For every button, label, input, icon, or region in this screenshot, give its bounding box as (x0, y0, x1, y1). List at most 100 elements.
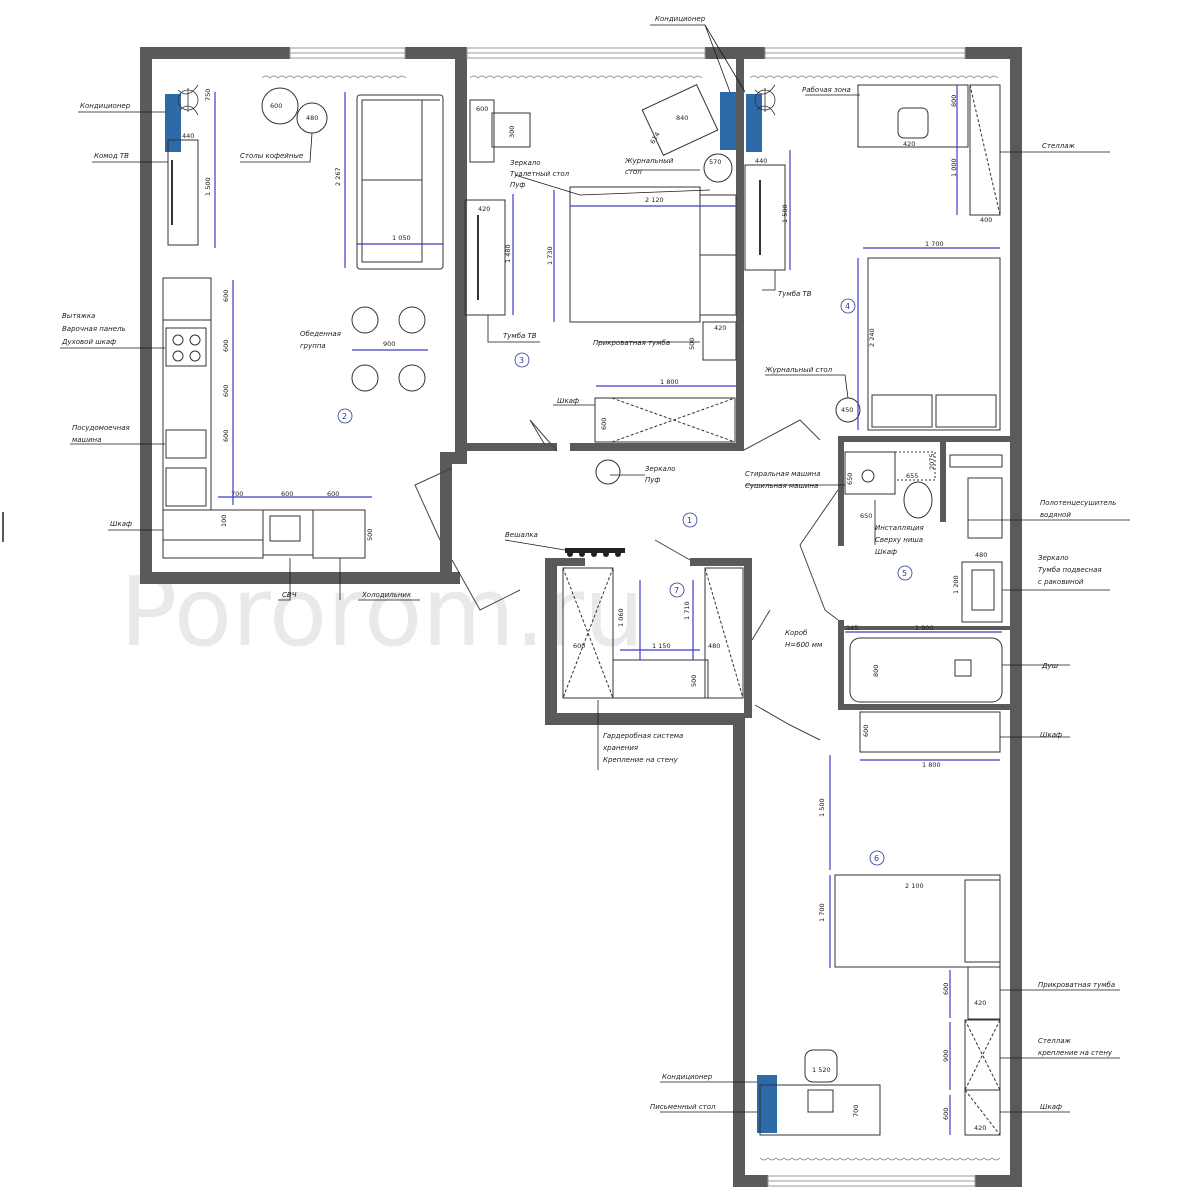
label-microwave: СВЧ (282, 591, 297, 599)
dim: 1 520 (812, 1066, 831, 1074)
dim: 600 (600, 418, 608, 430)
walls (140, 47, 1022, 1187)
dim: 440 (755, 157, 767, 165)
ac-units (165, 92, 777, 1133)
label-work-zone: Рабочая зона (802, 86, 851, 94)
dim: 400 (980, 216, 992, 224)
label-cabinet-bath: Шкаф (1040, 731, 1062, 739)
dim: 2 100 (905, 882, 924, 890)
dim: 440 (182, 132, 194, 140)
label-shower: Душ (1041, 662, 1059, 670)
dim: 500 (688, 338, 696, 350)
hanger (565, 548, 625, 557)
label-mirror-bath-3: с раковиной (1038, 578, 1084, 586)
label-tv-stand-3: Тумба ТВ (503, 332, 537, 340)
dim: 1 000 (950, 158, 958, 177)
dim: 1 730 (546, 246, 554, 265)
label-wardrobe-sys-2: хранения (602, 744, 638, 752)
label-coffee-tables: Столы кофейные (240, 152, 303, 160)
dim: 750 (204, 89, 212, 101)
room-number-5: 5 (902, 569, 907, 578)
dim: 800 (872, 665, 880, 677)
ac-unit-icon (746, 94, 762, 152)
dim: 1 710 (683, 601, 691, 620)
label-desk: Письменный стол (650, 1103, 716, 1111)
label-oven: Духовой шкаф (61, 338, 116, 346)
dim: 500 (690, 675, 698, 687)
dim: 614 (649, 131, 662, 146)
label-mirror-top: Зеркало (510, 159, 541, 167)
ac-unit-icon (720, 92, 736, 150)
label-pouf-hall: Пуф (645, 476, 660, 484)
dim: 1 700 (818, 903, 826, 922)
label-installation-2: Сверху ниша (875, 536, 923, 544)
label-wardrobe-3: Шкаф (557, 397, 579, 405)
dim: 600 (573, 642, 585, 650)
chair-icon (804, 1049, 838, 1083)
dim: 570 (709, 158, 721, 166)
dim: 1 800 (660, 378, 679, 386)
label-installation-3: Шкаф (875, 548, 897, 556)
room-numbers (337, 298, 913, 866)
label-dining-2: группа (300, 342, 326, 350)
dim: 1 060 (617, 608, 625, 627)
room-number-3: 3 (519, 356, 524, 365)
bedroom3-furniture (464, 83, 737, 485)
doors (414, 419, 839, 741)
dim: 1 700 (925, 240, 944, 248)
dim: 2 267 (334, 167, 342, 186)
leader-lines (60, 24, 1130, 1113)
label-hood: Вытяжка (62, 312, 95, 320)
dim: 500 (366, 529, 374, 541)
dim: 600 (942, 1108, 950, 1120)
dim: 600 (222, 430, 230, 442)
bed-icon (569, 186, 701, 323)
label-dining-1: Обеденная (300, 330, 341, 338)
bedroom6-furniture (759, 874, 1001, 1136)
dim: 420 (974, 999, 986, 1007)
dim: 480 (306, 114, 318, 122)
curtains (261, 75, 1001, 1161)
dim: 1 150 (652, 642, 671, 650)
label-washer-1: Стиральная машина (745, 470, 821, 478)
dim: 1 200 (952, 575, 960, 594)
label-tv-console: Комод ТВ (94, 152, 129, 160)
dim: 600 (942, 983, 950, 995)
dim: 600 (222, 340, 230, 352)
dim: 1 500 (204, 177, 212, 196)
label-ac-top-left: Кондиционер (80, 102, 131, 110)
label-dishwasher-1: Посудомоечная (72, 424, 130, 432)
label-ac-bottom: Кондиционер (662, 1073, 713, 1081)
dim: 1 500 (818, 798, 826, 817)
stove-icon (165, 327, 207, 367)
chair-icon (897, 107, 929, 139)
dim: 700 (231, 490, 243, 498)
dim: 2075 (928, 453, 936, 470)
label-box-1: Короб (785, 629, 808, 637)
label-rack-top: Стеллаж (1042, 142, 1076, 150)
label-washer-2: Сушильная машина (745, 482, 818, 490)
label-hob: Варочная панель (62, 325, 126, 333)
dim: 600 (222, 290, 230, 302)
label-wardrobe-sys-1: Гардеробная система (603, 732, 683, 740)
label-ac-top-mid: Кондиционер (655, 15, 706, 23)
bathroom-furniture (844, 451, 1003, 753)
label-towel-2: водяной (1040, 511, 1071, 519)
wardrobe-icon (594, 397, 736, 443)
dim: 650 (860, 512, 872, 520)
label-installation-1: Инсталляция (875, 524, 924, 532)
bedroom4-furniture (744, 84, 1001, 431)
label-hanger: Вешалка (505, 531, 538, 539)
dim: 480 (708, 642, 720, 650)
dim: 100 (220, 515, 228, 527)
label-coffee-table-4: Журнальный стол (764, 366, 833, 374)
label-cabinet-kitchen: Шкаф (110, 520, 132, 528)
dim: 2 240 (868, 328, 876, 347)
label-fridge: Холодильник (361, 591, 412, 599)
dim: 420 (974, 1124, 986, 1132)
ac-unit-icon (165, 94, 181, 152)
label-bedside-3: Прикроватная тумба (593, 339, 670, 347)
bathtub-icon (849, 637, 1003, 703)
room-number-4: 4 (845, 302, 850, 311)
